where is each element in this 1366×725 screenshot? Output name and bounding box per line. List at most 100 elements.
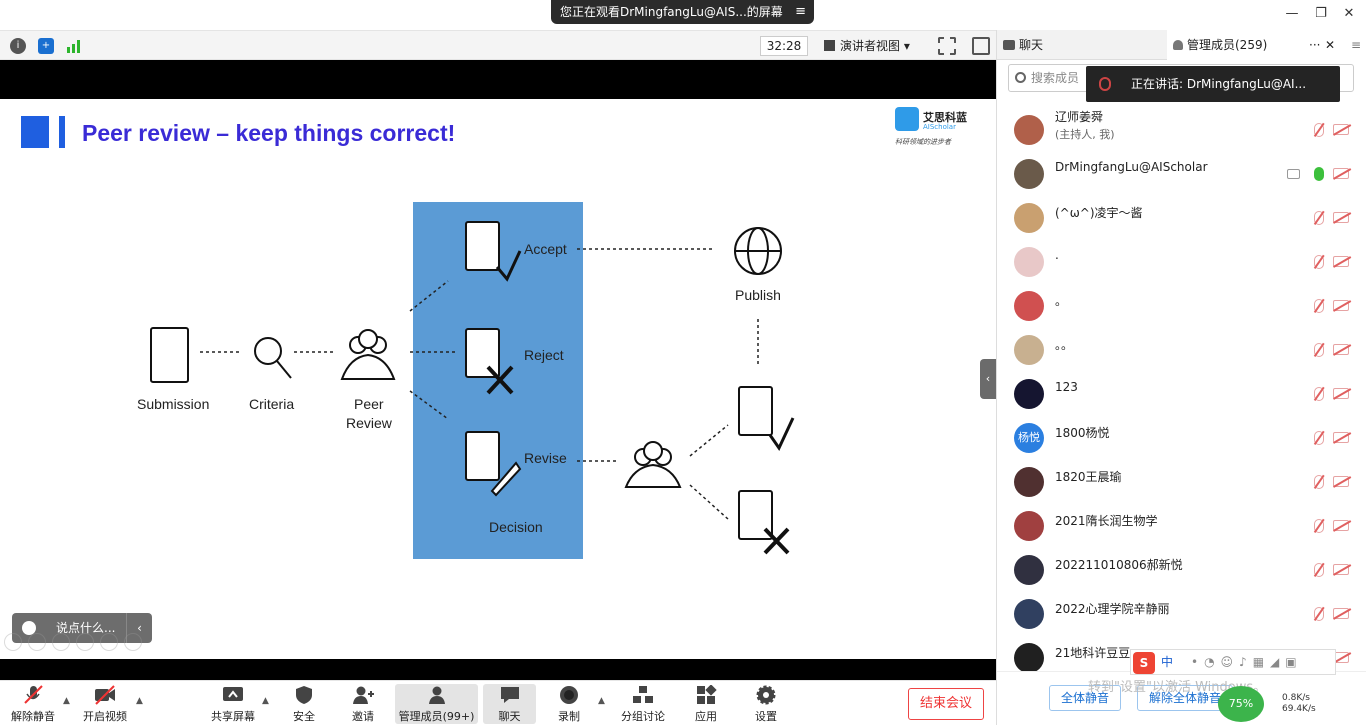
member-row[interactable]: 辽师姜舜(主持人, 我) [997, 108, 1366, 152]
view-mode-button[interactable]: 演讲者视图 ▾ [818, 36, 926, 56]
member-role: (主持人, 我) [1055, 128, 1115, 141]
end-meeting-button[interactable]: 结束会议 [908, 688, 984, 720]
camera-off-icon[interactable] [1333, 388, 1349, 399]
mic-off-icon[interactable] [1314, 431, 1324, 445]
member-row[interactable]: 123 [997, 372, 1366, 416]
mic-off-icon[interactable] [1314, 475, 1324, 489]
criteria-magnifier-icon [254, 337, 282, 365]
panel-menu-icon[interactable]: ≡ [1351, 38, 1362, 52]
camera-off-icon[interactable] [1333, 300, 1349, 311]
member-list: 辽师姜舜(主持人, 我)DrMingfangLu@AIScholar(^ω^)凌… [997, 108, 1366, 671]
tab-chat[interactable]: 聊天 [1003, 30, 1167, 60]
member-row[interactable]: DrMingfangLu@AIScholar [997, 152, 1366, 196]
close-icon[interactable]: ✕ [1325, 38, 1336, 52]
camera-off-icon[interactable] [1333, 212, 1349, 223]
share-screen-button[interactable]: 共享屏幕 [207, 684, 259, 724]
chevron-up-icon[interactable]: ▲ [262, 696, 269, 706]
tab-chat-label: 聊天 [1019, 38, 1044, 52]
prev-icon[interactable] [4, 633, 22, 651]
chevron-up-icon[interactable]: ▲ [136, 696, 143, 706]
invite-button[interactable]: 邀请 [342, 684, 384, 724]
camera-off-icon[interactable] [1333, 256, 1349, 267]
chat-button[interactable]: 聊天 [483, 684, 536, 724]
camera-off-icon[interactable] [1333, 520, 1349, 531]
security-button[interactable]: 安全 [283, 684, 325, 724]
member-row[interactable]: 21地科许豆豆 [997, 636, 1366, 671]
camera-off-icon[interactable] [1333, 344, 1349, 355]
mute-all-button[interactable]: 全体静音 [1049, 685, 1121, 711]
side-panel: 聊天 管理成员(259) ··· ✕ ≡ 搜索成员 正在讲话: DrMingfa… [996, 30, 1366, 725]
settings-label: 设置 [755, 710, 777, 723]
camera-off-icon[interactable] [1333, 432, 1349, 443]
mic-on-icon[interactable] [1314, 167, 1324, 181]
member-row[interactable]: 2022心理学院辛静丽 [997, 592, 1366, 636]
apps-grid-icon [695, 684, 717, 705]
avatar [1014, 511, 1044, 541]
ime-toolbar[interactable]: S 中 •◔☺♪▦◢▣ [1130, 649, 1336, 675]
tab-members[interactable]: 管理成员(259) ··· ✕ ≡ [1167, 30, 1366, 60]
restore-icon[interactable]: ❐ [1315, 6, 1327, 21]
logo-slogan: 科研领域的进步者 [895, 138, 951, 146]
shield-icon[interactable]: + [38, 38, 54, 54]
avatar [1014, 555, 1044, 585]
camera-off-icon[interactable] [1333, 168, 1349, 179]
close-icon[interactable]: ✕ [1343, 6, 1355, 21]
breakout-button[interactable]: 分组讨论 [617, 684, 669, 724]
camera-off-icon[interactable] [1333, 564, 1349, 575]
avatar [1014, 379, 1044, 409]
settings-button[interactable]: 设置 [745, 684, 787, 724]
apps-button[interactable]: 应用 [685, 684, 727, 724]
member-row[interactable]: 。。 [997, 328, 1366, 372]
record-button[interactable]: 录制 [548, 684, 590, 724]
fullscreen-icon[interactable] [938, 37, 956, 55]
mic-off-icon[interactable] [1314, 563, 1324, 577]
more-icon[interactable] [124, 633, 142, 651]
chevron-up-icon[interactable]: ▲ [598, 696, 605, 706]
video-button[interactable]: 开启视频 [80, 684, 130, 724]
camera-off-icon[interactable] [1333, 608, 1349, 619]
member-row[interactable]: 202211010806郝新悦 [997, 548, 1366, 592]
camera-off-icon[interactable] [1333, 124, 1349, 135]
mic-off-icon[interactable] [1314, 123, 1324, 137]
avatar [1014, 247, 1044, 277]
member-name: . [1055, 248, 1059, 262]
info-icon[interactable]: i [10, 38, 26, 54]
collapse-panel-handle[interactable]: ‹ [980, 359, 996, 399]
share-banner[interactable]: 您正在观看DrMingfangLu@AIS...的屏幕 ≡ [551, 0, 814, 24]
menu-icon[interactable]: ≡ [795, 4, 806, 19]
mic-off-icon[interactable] [1314, 343, 1324, 357]
chevron-left-icon[interactable]: ‹ [126, 613, 152, 643]
mic-off-icon[interactable] [1314, 519, 1324, 533]
members-button[interactable]: 管理成员(99+) [395, 684, 478, 724]
mic-off-icon[interactable] [1314, 255, 1324, 269]
mic-off-icon[interactable] [1314, 607, 1324, 621]
member-row[interactable]: 。 [997, 284, 1366, 328]
member-row[interactable]: . [997, 240, 1366, 284]
more-icon[interactable]: ··· [1309, 38, 1321, 52]
chevron-up-icon[interactable]: ▲ [63, 696, 70, 706]
member-name: 。。 [1055, 338, 1074, 352]
member-row[interactable]: 1820王晨瑜 [997, 460, 1366, 504]
emoji-icon[interactable] [22, 621, 36, 635]
camera-off-icon[interactable] [1333, 476, 1349, 487]
pen-icon[interactable] [52, 633, 70, 651]
layout-icon [824, 40, 835, 51]
unmute-button[interactable]: 解除静音 [8, 684, 58, 724]
zoom-icon[interactable] [100, 633, 118, 651]
member-row[interactable]: 2021隋长润生物学 [997, 504, 1366, 548]
member-row[interactable]: (^ω^)凌宇～酱 [997, 196, 1366, 240]
signal-icon[interactable] [66, 38, 82, 54]
mic-off-icon[interactable] [1314, 387, 1324, 401]
ime-tools-icon[interactable]: •◔☺♪▦◢▣ [1191, 655, 1303, 669]
rejected-doc-icon [738, 490, 773, 540]
network-gauge[interactable]: 75% [1218, 686, 1264, 722]
mic-off-icon[interactable] [1314, 211, 1324, 225]
aischolar-logo: 艾思科蓝 AIScholar 科研领域的进步者 [893, 105, 973, 149]
panel-toggle-icon[interactable] [972, 37, 990, 55]
grid-icon[interactable] [76, 633, 94, 651]
mic-off-icon[interactable] [1314, 299, 1324, 313]
ime-mode[interactable]: 中 [1161, 655, 1174, 669]
minimize-icon[interactable]: — [1285, 6, 1299, 21]
next-icon[interactable] [28, 633, 46, 651]
